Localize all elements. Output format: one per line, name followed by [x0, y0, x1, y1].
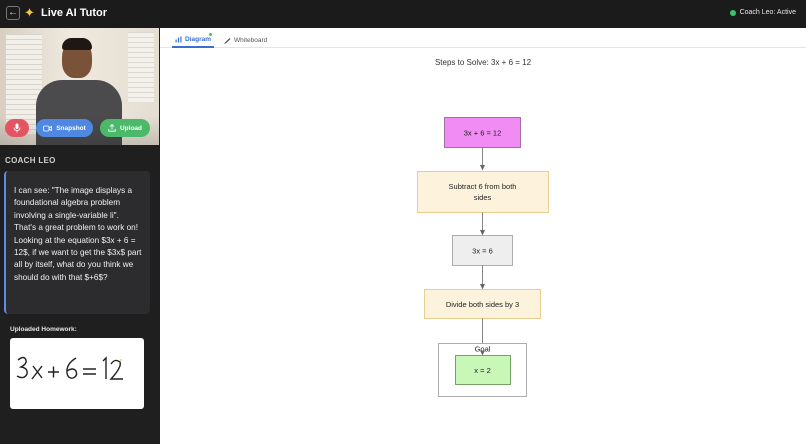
- upload-button[interactable]: Upload: [100, 119, 150, 137]
- status-indicator: Coach Leo: Active: [729, 9, 796, 16]
- sparkles-icon: ✦: [24, 5, 35, 20]
- node-mid-label: 3x = 6: [472, 247, 493, 256]
- camera-icon: [43, 125, 53, 131]
- node-step1-label-line2: sides: [474, 193, 492, 202]
- node-answer: x = 2: [455, 355, 511, 385]
- node-step1-label-line1: Subtract 6 from both: [449, 182, 517, 191]
- status-dot: [729, 9, 736, 16]
- main-panel: Diagram Whiteboard Steps to Solve: 3x + …: [160, 28, 806, 444]
- upload-label: Upload: [119, 124, 143, 132]
- coach-label: COACH LEO: [5, 156, 56, 165]
- top-bar: ← ✦ Live AI Tutor Coach Leo: Active: [0, 0, 806, 28]
- uploaded-homework-label: Uploaded Homework:: [10, 326, 77, 333]
- coach-message-text: I can see: "The image displays a foundat…: [14, 186, 142, 282]
- back-arrow-icon[interactable]: ←: [6, 6, 20, 20]
- tab-diagram[interactable]: Diagram: [172, 32, 215, 48]
- bar-chart-icon: [175, 36, 182, 42]
- tab-bar: Diagram Whiteboard: [160, 28, 806, 48]
- node-step2-label: Divide both sides by 3: [446, 300, 519, 309]
- node-answer-label: x = 2: [474, 366, 490, 375]
- diagram-title: Steps to Solve: 3x + 6 = 12: [435, 58, 532, 67]
- coach-message: I can see: "The image displays a foundat…: [4, 171, 150, 314]
- homework-image: [10, 338, 144, 409]
- node-step1: Subtract 6 from both sides: [417, 171, 549, 213]
- flowchart: Steps to Solve: 3x + 6 = 12 3x + 6 = 12 …: [417, 58, 549, 397]
- tab-activity-dot: [209, 33, 212, 36]
- app-title: Live AI Tutor: [41, 7, 107, 19]
- brush-icon: [224, 37, 231, 44]
- upload-icon: [108, 124, 116, 132]
- status-text: Coach Leo: Active: [739, 9, 796, 16]
- tab-whiteboard[interactable]: Whiteboard: [224, 32, 267, 48]
- snapshot-label: Snapshot: [56, 124, 86, 132]
- tab-diagram-label: Diagram: [185, 35, 212, 43]
- node-start: 3x + 6 = 12: [444, 117, 521, 148]
- microphone-icon: [13, 123, 21, 133]
- tab-whiteboard-label: Whiteboard: [234, 36, 268, 44]
- sidebar: Snapshot Upload COACH LEO I can see: "Th…: [0, 28, 159, 444]
- node-start-label: 3x + 6 = 12: [464, 129, 502, 138]
- node-mid: 3x = 6: [452, 235, 513, 266]
- node-step2: Divide both sides by 3: [424, 289, 541, 319]
- snapshot-button[interactable]: Snapshot: [36, 119, 93, 137]
- goal-group-label: Goal: [475, 345, 491, 354]
- microphone-button[interactable]: [5, 119, 29, 137]
- webcam-feed: Snapshot Upload: [0, 28, 159, 145]
- handwritten-equation-image: [16, 356, 123, 380]
